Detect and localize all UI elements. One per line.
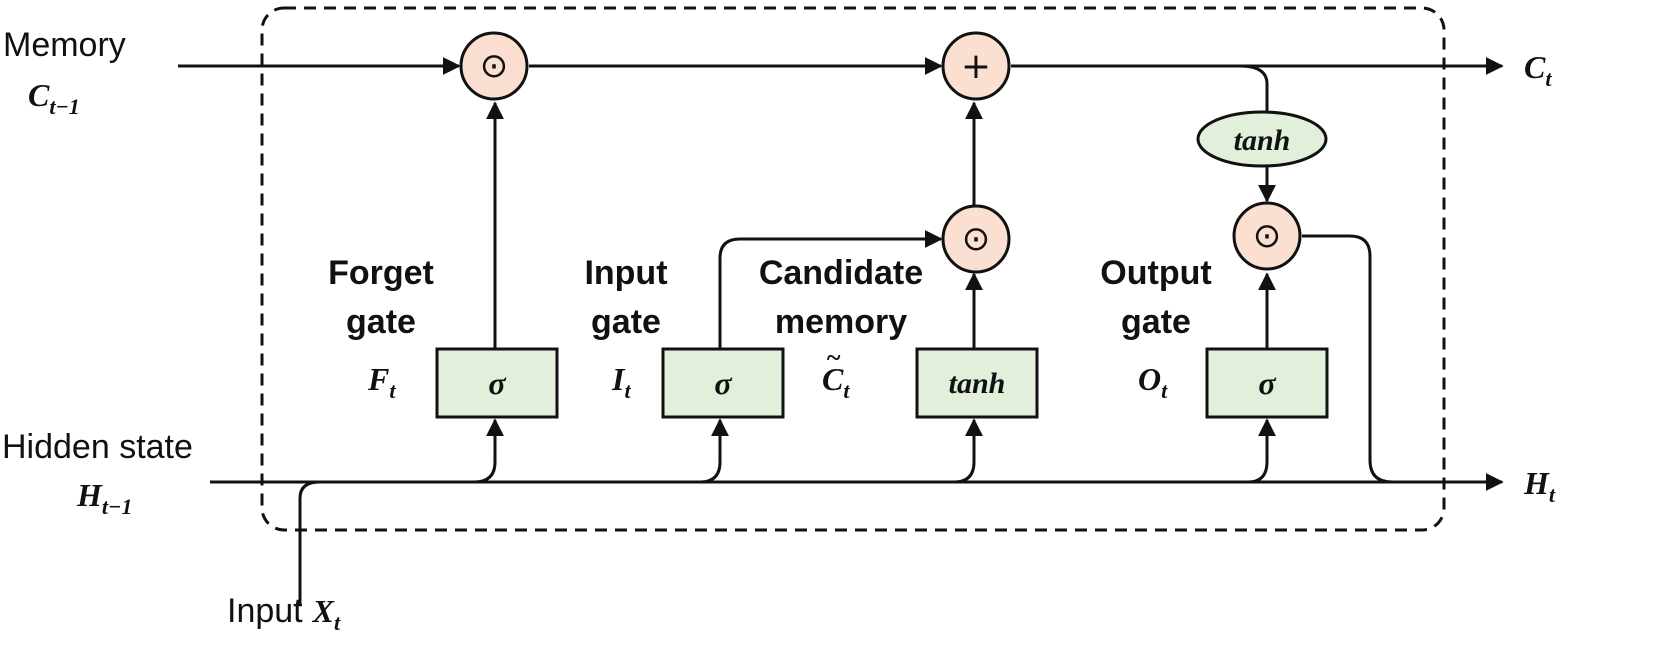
candidate-branch-wire (953, 418, 983, 484)
memory-input-label: Memory Ct−1 (3, 26, 126, 119)
forget-gate-label: Forget gate Ft (328, 254, 434, 403)
multiply-symbol: ⊙ (480, 46, 509, 86)
input-gate-box: σ (661, 347, 785, 419)
output-gate-label: Output gate Ot (1100, 254, 1211, 403)
candidate-gate-box: tanh (915, 347, 1039, 419)
input-gate-label: Input gate It (584, 254, 667, 403)
input-activation: σ (714, 365, 732, 401)
memory-symbol: Ct−1 (28, 77, 80, 119)
candidate-line1: Candidate (759, 254, 923, 292)
tanh-label: tanh (1234, 124, 1291, 157)
hidden-output-label: Ht (1523, 465, 1556, 507)
candidate-line2: memory (775, 303, 907, 341)
forget-multiply-node: ⊙ (459, 31, 529, 101)
input-to-mul-wire (718, 230, 943, 348)
output-multiply-node: ⊙ (1232, 201, 1302, 271)
output-symbol: Ot (1138, 361, 1168, 403)
hidden-input-label: Hidden state Ht−1 (2, 428, 193, 519)
multiply-symbol: ⊙ (1253, 216, 1282, 256)
forget-gate-box: σ (435, 347, 559, 419)
candidate-symbol: Ct (822, 361, 850, 403)
hidden-label: Hidden state (2, 428, 193, 466)
memory-label: Memory (3, 26, 126, 64)
hidden-symbol: Ht−1 (76, 477, 132, 519)
forget-branch-wire (473, 418, 504, 484)
forget-line2: gate (346, 303, 416, 341)
cell-tanh-node: tanh (1196, 110, 1328, 168)
forget-line1: Forget (328, 254, 434, 292)
input-line1: Input (584, 254, 667, 292)
output-line2: gate (1121, 303, 1191, 341)
cell-boundary (260, 6, 1446, 532)
output-line1: Output (1100, 254, 1211, 292)
add-symbol: + (961, 46, 991, 87)
input-symbol: It (611, 361, 631, 403)
candidate-activation: tanh (949, 367, 1006, 400)
multiply-symbol: ⊙ (962, 219, 991, 259)
add-node: + (941, 31, 1011, 101)
forget-symbol: Ft (367, 361, 396, 403)
output-to-hidden-wire (1302, 234, 1393, 484)
input-line2: gate (591, 303, 661, 341)
input-multiply-node: ⊙ (941, 204, 1011, 274)
cell-to-tanh-wire (1239, 64, 1269, 112)
input-branch-wire (699, 418, 729, 484)
output-activation: σ (1258, 365, 1276, 401)
output-branch-wire (1247, 418, 1276, 484)
input-x-wire (298, 480, 321, 605)
forget-activation: σ (488, 365, 506, 401)
candidate-memory-label: Candidate memory ~ Ct (759, 254, 923, 403)
candidate-accent: ~ (826, 343, 841, 372)
output-gate-box: σ (1205, 347, 1329, 419)
cell-output-label: Ct (1524, 49, 1552, 91)
